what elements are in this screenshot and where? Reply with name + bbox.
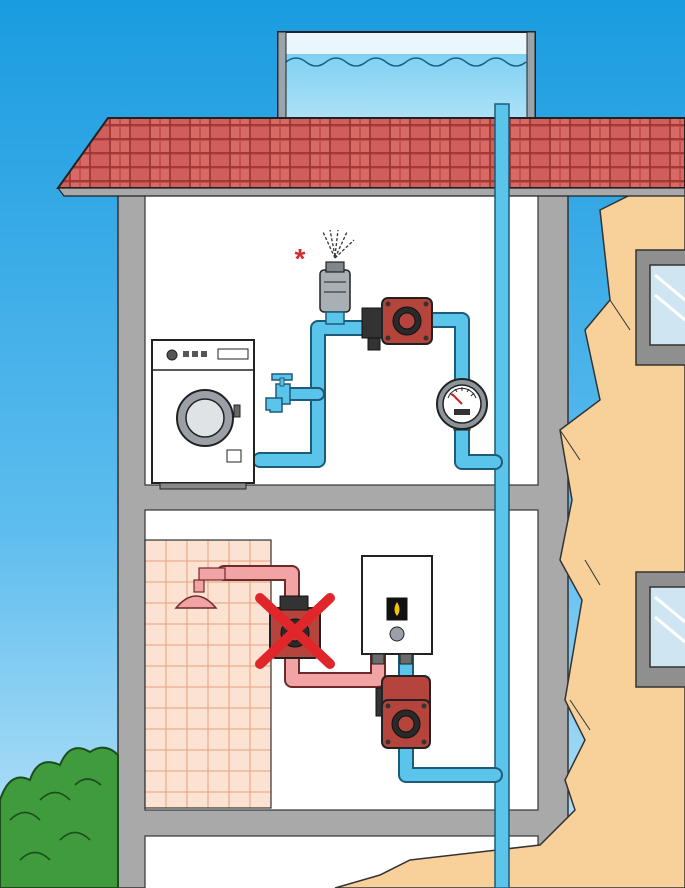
bushes — [0, 746, 119, 888]
roof — [56, 117, 685, 197]
window — [635, 571, 685, 688]
faucet-icon — [265, 373, 293, 413]
window — [635, 249, 685, 366]
air-vent-icon — [319, 229, 355, 325]
water-tank-icon — [277, 31, 536, 123]
washing-machine-icon — [151, 339, 255, 490]
pump-icon — [375, 675, 431, 749]
annotation-asterisk: * — [295, 243, 306, 274]
crossed-out-icon — [255, 593, 335, 669]
outside-wall — [334, 189, 685, 888]
bathroom-tiles — [144, 539, 272, 809]
boiler-icon — [361, 555, 433, 665]
pressure-gauge-icon — [436, 378, 488, 431]
main-supply-pipe — [494, 103, 510, 888]
shower-head-icon — [174, 567, 226, 609]
pump-icon — [361, 297, 433, 351]
cold-water-pipe — [252, 312, 503, 470]
